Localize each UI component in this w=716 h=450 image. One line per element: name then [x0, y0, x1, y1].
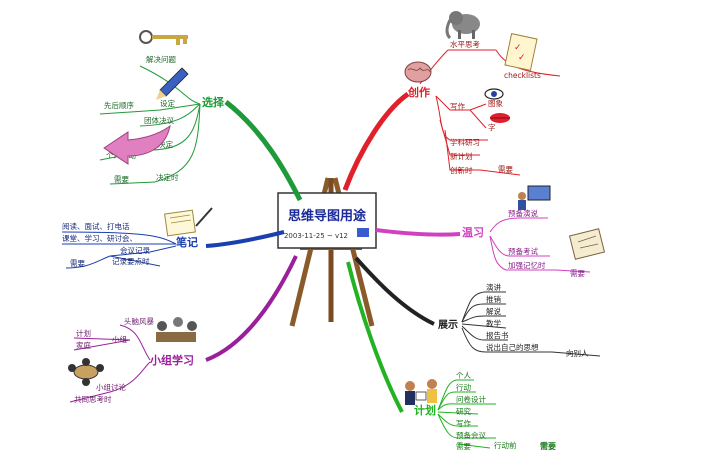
- chuangzuo-item-1: checklists: [504, 71, 541, 80]
- jihua-item-6: 行动前: [494, 440, 517, 450]
- jihua-item-2: 问卷设计: [456, 394, 486, 404]
- biji-item-0: 阅读、面试、打电话: [62, 221, 130, 231]
- zhanshi-item-3: 教学: [486, 318, 501, 328]
- branch-label-biji: 笔记: [176, 235, 198, 249]
- xuanze-item-5: 决定: [158, 139, 173, 149]
- branch-line-jihua: [346, 261, 404, 413]
- center-title: 思维导图用途: [288, 208, 367, 224]
- chuangzuo-item-6: 新计划: [450, 151, 473, 161]
- xuanze-connectors: [99, 65, 201, 185]
- zhanshi-item-4: 报告书: [486, 330, 509, 340]
- zhanshi-connectors: [461, 291, 601, 357]
- key-icon: [139, 30, 188, 45]
- wenxi-item-0: 预备演说: [508, 208, 538, 218]
- xiaozu-item-4: 小组讨论: [96, 382, 126, 392]
- branch-label-chuangzuo: 创作: [407, 85, 430, 99]
- xiaozu-connectors: [69, 324, 151, 403]
- chuangzuo-item-2: 写作: [450, 101, 465, 111]
- biji-item-4: 记录要点时: [112, 256, 150, 266]
- xiaozu-item-3: 小组: [112, 334, 127, 344]
- xuanze-item-6: 需要: [114, 175, 129, 184]
- elephant-icon: [445, 11, 480, 40]
- branch-label-jihua: 计划: [414, 403, 436, 417]
- jihua-item-5: 预备会议: [456, 430, 486, 440]
- presenter-icon: [518, 185, 551, 210]
- chuangzuo-item-3: 图象: [488, 98, 503, 108]
- chuangzuo-item-8: 需要: [498, 165, 513, 174]
- branch-line-chuangzuo: [342, 91, 410, 191]
- branch-line-xuanze: [224, 100, 303, 202]
- branch-label-zhanshi: 展示: [438, 319, 458, 331]
- note-paper-icon: [164, 207, 213, 237]
- xiaozu-item-1: 计划: [76, 328, 91, 338]
- wenxi-item-1: 预备考试: [508, 246, 538, 256]
- chuangzuo-item-0: 水平思考: [450, 39, 480, 49]
- jihua-item-8: 需要: [540, 441, 556, 450]
- zhanshi-item-6: 向别人: [566, 348, 589, 358]
- meeting-people-icon: [156, 317, 197, 342]
- center-date: 2003-11-25 ~ v12: [284, 232, 348, 240]
- round-table-icon: [68, 358, 104, 386]
- xuanze-item-3: 团体决议: [144, 115, 174, 125]
- lips-icon: [490, 113, 510, 123]
- zhanshi-item-1: 推销: [486, 294, 501, 304]
- wenxi-item-2: 加强记忆时: [508, 260, 546, 270]
- pencil-icon: [156, 67, 189, 100]
- arrow-icon: [103, 124, 171, 165]
- xuanze-item-0: 解决问题: [146, 54, 176, 64]
- planning-people-icon: [405, 379, 437, 405]
- biji-item-3: 需要: [70, 259, 85, 268]
- jihua-connectors: [437, 379, 496, 449]
- xiaozu-item-0: 头脑风暴: [124, 316, 154, 326]
- biji-item-2: 会议记录: [120, 245, 150, 255]
- biji-connectors: [61, 231, 177, 269]
- xiaozu-item-5: 共同思考时: [74, 394, 112, 404]
- wenxi-item-3: 需要: [570, 269, 585, 278]
- branch-label-wenxi: 温习: [462, 225, 484, 239]
- chuangzuo-item-4: 字: [488, 122, 496, 132]
- jihua-item-1: 行动: [456, 382, 471, 392]
- jihua-item-0: 个人: [456, 371, 471, 380]
- biji-item-1: 课堂、学习、研讨会、: [62, 233, 137, 243]
- xiaozu-item-2: 家庭: [76, 340, 91, 350]
- branch-line-zhanshi: [354, 256, 435, 326]
- chuangzuo-item-7: 创新时: [450, 165, 473, 175]
- branch-label-xiaozu: 小组学习: [149, 353, 194, 367]
- zhanshi-item-2: 解说: [486, 306, 501, 316]
- brain-icon: [404, 61, 432, 83]
- svg-text:✓: ✓: [514, 43, 522, 53]
- chuangzuo-item-5: 学科研习: [450, 137, 480, 147]
- xuanze-item-7: 决定时: [156, 172, 179, 182]
- branch-line-wenxi: [375, 228, 461, 237]
- xuanze-item-1: 先后顺序: [104, 100, 134, 110]
- wenxi-connectors: [489, 217, 591, 273]
- branch-label-xuanze: 选择: [202, 95, 225, 109]
- jihua-item-3: 研究: [456, 406, 471, 416]
- jihua-item-4: 写作: [456, 418, 471, 428]
- branch-line-xiaozu: [205, 255, 298, 362]
- zhanshi-item-5: 说出自己的思想: [486, 342, 539, 352]
- jihua-item-7: 需要: [456, 442, 471, 450]
- eye-icon: [484, 88, 504, 100]
- svg-text:✓: ✓: [518, 53, 526, 63]
- branch-line-biji: [205, 230, 285, 248]
- study-map-icon: [568, 228, 606, 260]
- zhanshi-item-0: 演讲: [486, 282, 501, 292]
- easel-flag-icon: [357, 228, 369, 237]
- xuanze-item-2: 设定: [160, 98, 175, 108]
- easel-illustration: [277, 177, 377, 327]
- checklist-icon: ✓ ✓: [504, 33, 538, 71]
- chuangzuo-connectors: [419, 49, 561, 176]
